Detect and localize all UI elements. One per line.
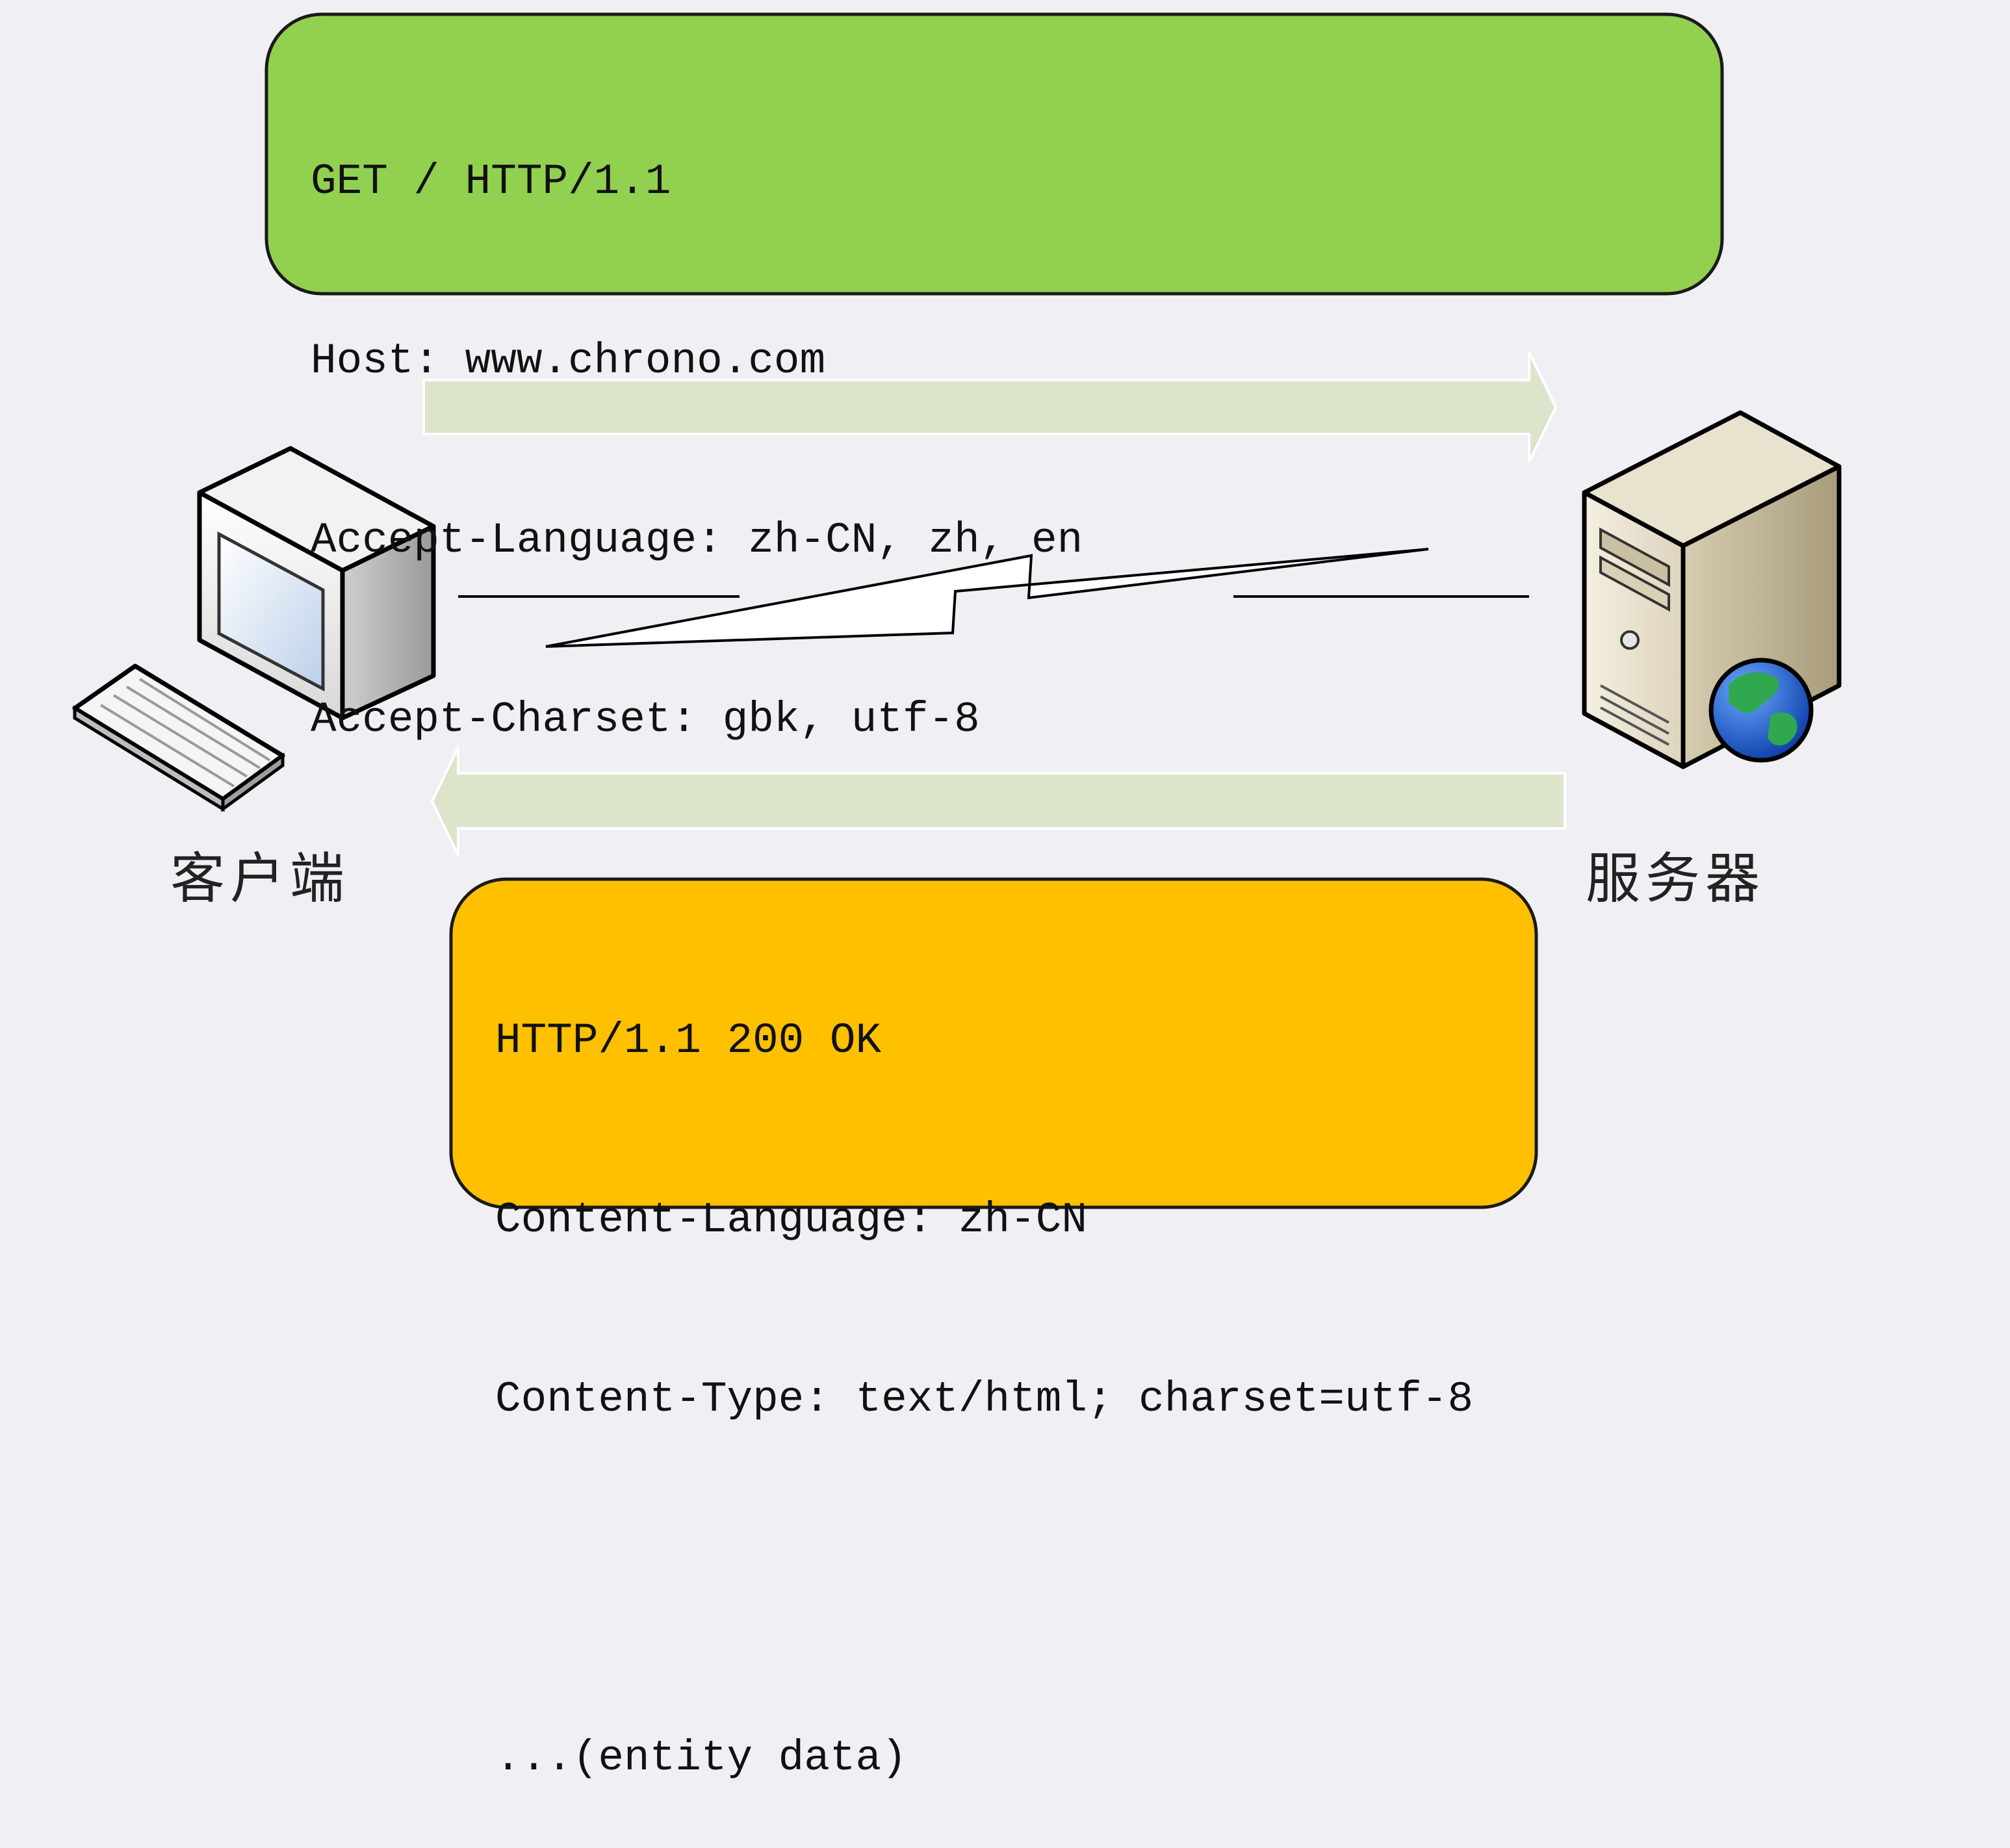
request-header-host: Host: www.chrono.com: [311, 337, 826, 385]
network-connection-line: [458, 548, 1529, 648]
server-globe-icon: [1582, 410, 1842, 769]
response-blank-line: [495, 1549, 1473, 1609]
server-label: 服务器: [1586, 847, 1766, 910]
response-message-text: HTTP/1.1 200 OK Content-Language: zh-CN …: [495, 892, 1473, 1848]
request-line: GET / HTTP/1.1: [311, 157, 671, 206]
computer-icon: [72, 446, 436, 812]
response-message-box: [449, 877, 1538, 1209]
response-entity-body: ...(entity data): [495, 1734, 907, 1782]
response-status-line: HTTP/1.1 200 OK: [495, 1016, 882, 1065]
request-message-box: [264, 12, 1724, 296]
client-label: 客户端: [170, 847, 350, 910]
response-header-content-language: Content-Language: zh-CN: [495, 1196, 1087, 1244]
request-arrow: [422, 352, 1558, 463]
http-negotiation-diagram: [72, 12, 1842, 1209]
request-message-text: GET / HTTP/1.1 Host: www.chrono.com Acce…: [311, 32, 1083, 810]
request-header-accept-charset: Accept-Charset: gbk, utf-8: [311, 695, 980, 744]
response-arrow: [430, 747, 1566, 856]
request-header-accept-language: Accept-Language: zh-CN, zh, en: [311, 516, 1083, 565]
response-header-content-type: Content-Type: text/html; charset=utf-8: [495, 1375, 1474, 1424]
